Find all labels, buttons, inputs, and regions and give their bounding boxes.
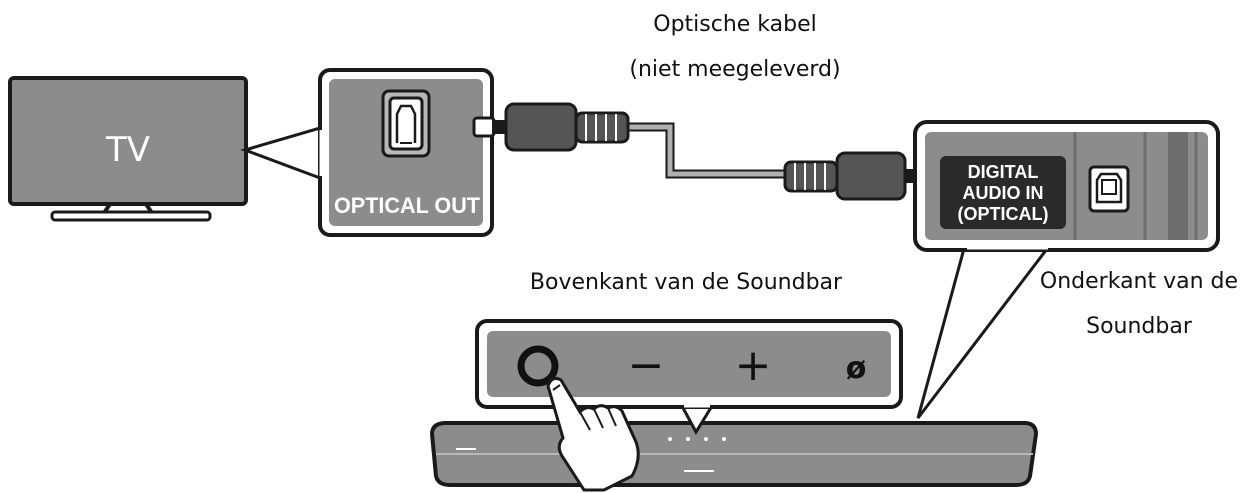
bottom-of-soundbar-label-line1: Onderkant van de [1040, 269, 1238, 294]
optical-port-icon [1088, 165, 1130, 213]
optical-port-icon [381, 89, 431, 158]
soundbar-port-label-line3: (OPTICAL) [958, 204, 1049, 224]
digital-audio-in-label-bg [940, 156, 1066, 229]
optical-plug-left-icon [472, 102, 630, 152]
top-of-soundbar-label: Bovenkant van de Soundbar [530, 270, 843, 295]
bottom-of-soundbar-label-line2: Soundbar [1086, 314, 1193, 339]
cable-label-line1: Optische kabel [653, 12, 817, 37]
top-buttons-callout [475, 319, 903, 436]
soundbar-port-label-line2: AUDIO IN [963, 183, 1044, 203]
volume-down-button[interactable]: − [628, 340, 665, 391]
hand-pointer-icon [546, 377, 640, 492]
soundbar-port-label-line1: DIGITAL [968, 162, 1039, 182]
tv-label: TV [105, 130, 150, 170]
cable-label-line2: (niet meegeleverd) [629, 57, 840, 82]
power-button-icon[interactable] [517, 345, 559, 387]
volume-up-button[interactable]: + [735, 340, 772, 391]
tv-port-label: OPTICAL OUT [334, 193, 481, 218]
tv-icon [8, 76, 248, 222]
soundbar [429, 421, 1039, 487]
source-button[interactable]: ø [846, 351, 867, 386]
optical-cable [625, 122, 808, 179]
